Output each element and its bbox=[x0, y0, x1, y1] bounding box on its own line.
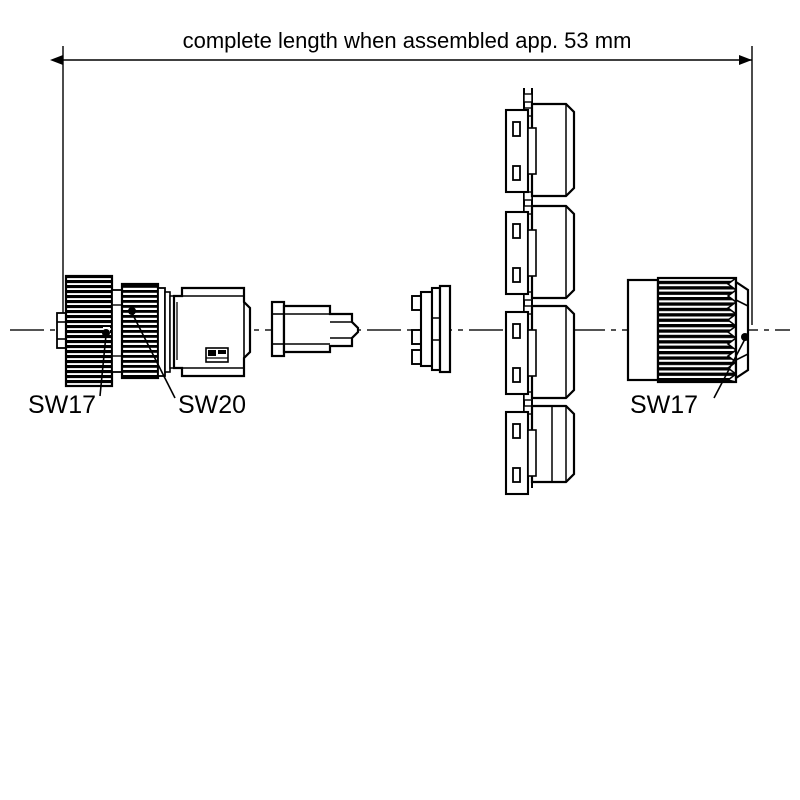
flange-tab-bottom bbox=[411, 349, 422, 365]
part-cable-gland-knurled-nut bbox=[56, 274, 123, 388]
gland-nut-shoulder bbox=[111, 289, 123, 373]
bracket-slot bbox=[512, 467, 521, 483]
dimension-assembly-length: complete length when assembled app. 53 m… bbox=[50, 28, 753, 325]
leader-dot bbox=[128, 307, 136, 315]
leader-dot bbox=[741, 333, 749, 341]
callout-sw17-left: SW17 bbox=[28, 329, 110, 419]
part-gland-hex-body bbox=[120, 282, 175, 380]
bracket-slot bbox=[512, 367, 521, 383]
part-connector-housing-body bbox=[172, 286, 252, 378]
module-tongue bbox=[527, 229, 537, 277]
hex-body-collar-a bbox=[157, 287, 166, 377]
bracket-slot bbox=[512, 121, 521, 137]
contact-module bbox=[504, 404, 576, 496]
module-body bbox=[530, 102, 576, 198]
part-contact-sleeve-ferrule bbox=[270, 300, 360, 358]
bracket-slot bbox=[512, 223, 521, 239]
bracket-slot bbox=[512, 165, 521, 181]
flange-plate-mid bbox=[430, 286, 442, 372]
callout-label: SW17 bbox=[630, 391, 698, 419]
flange-tab-mid bbox=[411, 329, 422, 345]
callout-label: SW17 bbox=[28, 391, 96, 419]
part-sealing-flange-washer bbox=[411, 284, 452, 374]
bracket-slot bbox=[512, 323, 521, 339]
module-tongue bbox=[527, 127, 537, 175]
leader-line bbox=[99, 334, 107, 397]
module-body bbox=[530, 404, 576, 484]
module-body bbox=[530, 304, 576, 400]
module-tongue bbox=[527, 329, 537, 377]
leader-dot bbox=[102, 329, 110, 337]
leader-line bbox=[131, 312, 176, 399]
coupling-rear-collar bbox=[626, 278, 660, 382]
coupling-hex-nut bbox=[734, 279, 750, 381]
ferrule-end-flange bbox=[270, 300, 286, 358]
leader-line bbox=[713, 338, 746, 399]
contact-module bbox=[504, 304, 576, 400]
module-tongue bbox=[527, 429, 537, 477]
flange-tab-top bbox=[411, 295, 422, 311]
flange-plate-inner bbox=[419, 290, 434, 368]
bracket-slot bbox=[512, 267, 521, 283]
bracket-slot bbox=[512, 423, 521, 439]
contact-module bbox=[504, 204, 576, 300]
module-body bbox=[530, 204, 576, 300]
callout-label: SW20 bbox=[178, 391, 246, 419]
callout-sw20: SW20 bbox=[128, 307, 246, 419]
part-contact-module-strip bbox=[504, 88, 576, 496]
part-coupling-nut-knurled bbox=[626, 276, 750, 384]
callout-sw17-right: SW17 bbox=[630, 333, 749, 419]
dimension-label: complete length when assembled app. 53 m… bbox=[183, 28, 632, 53]
housing-marking-plate bbox=[205, 347, 229, 363]
contact-module bbox=[504, 102, 576, 198]
ferrule-body bbox=[282, 304, 360, 354]
flange-plate-outer bbox=[438, 284, 452, 374]
